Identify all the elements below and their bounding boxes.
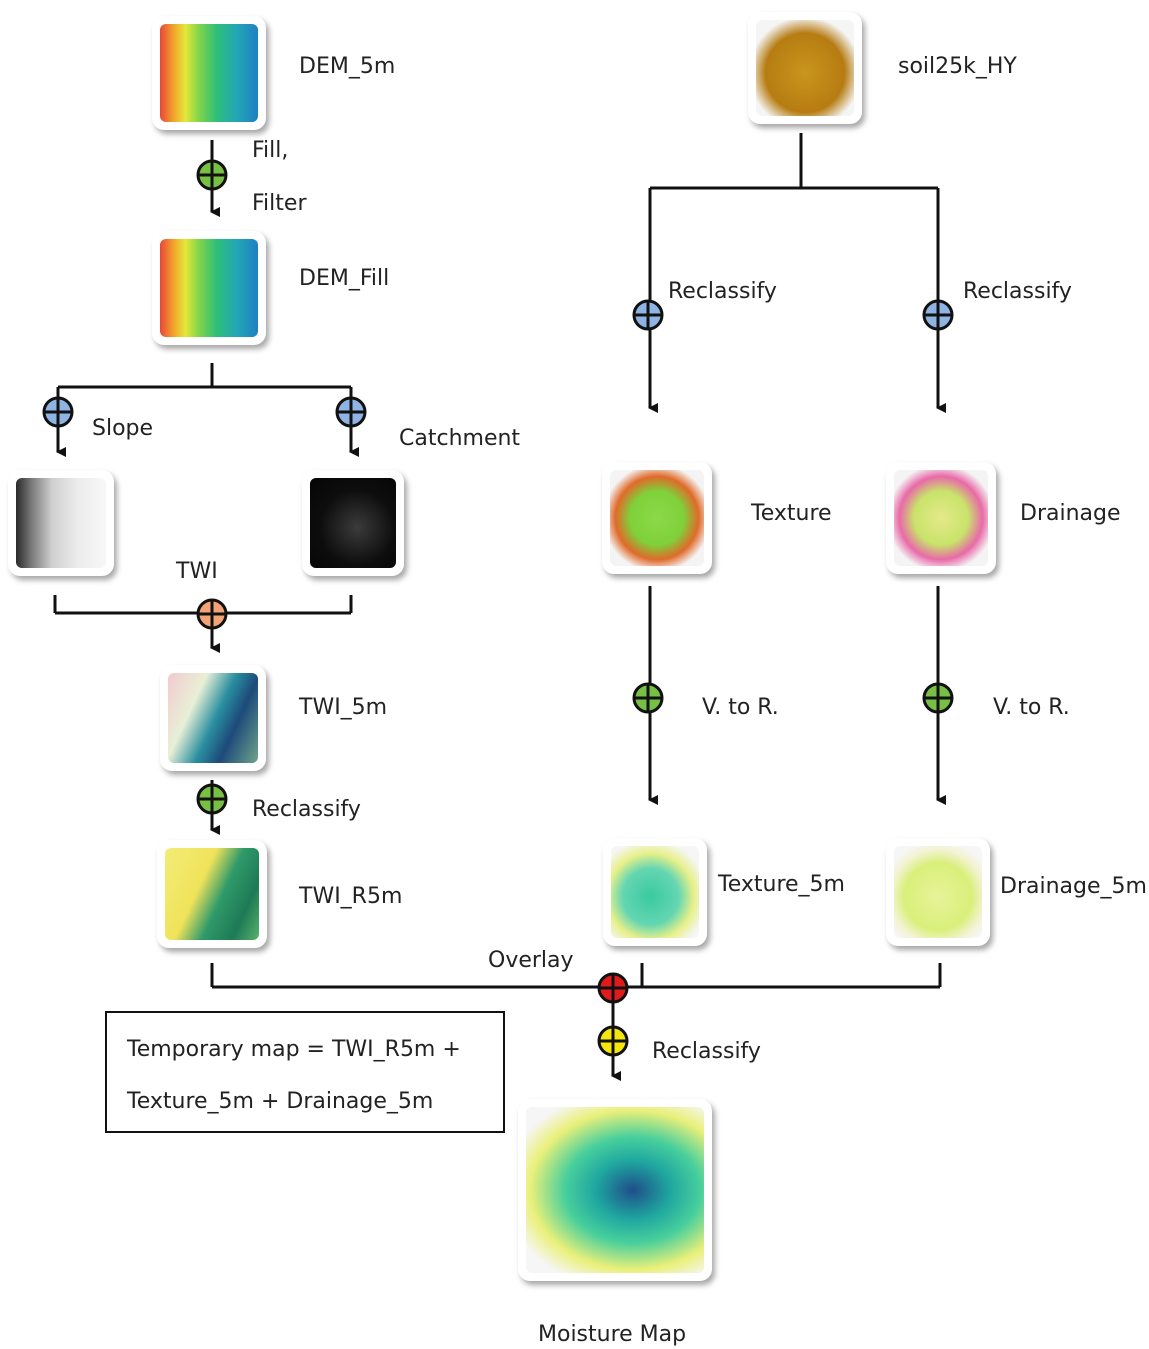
catchment-thumbnail [302, 470, 404, 576]
texture-thumbnail [602, 462, 712, 574]
soil25k-thumbnail [748, 12, 862, 124]
op-label-reclassify-left: Reclassify [668, 279, 777, 304]
node-label-texture-5m: Texture_5m [718, 872, 845, 897]
op-reclassify-left [632, 299, 664, 331]
op-label-twi-reclassify: Reclassify [252, 797, 361, 822]
node-label-twi-5m: TWI_5m [299, 695, 388, 720]
node-label-texture: Texture [751, 501, 832, 526]
texture-5m-thumbnail [603, 838, 707, 946]
node-label-drainage-5m: Drainage_5m [1000, 874, 1147, 899]
dem-5m-thumbnail [152, 16, 266, 130]
formula-box: Temporary map = TWI_R5m + Texture_5m + D… [105, 1011, 505, 1133]
op-label-vtor-right: V. to R. [993, 695, 1070, 720]
op-slope [42, 396, 74, 428]
connector-lines [53, 133, 946, 1081]
op-catchment [335, 396, 367, 428]
op-label-filter: Filter [252, 191, 307, 216]
node-label-dem-fill: DEM_Fill [299, 266, 390, 291]
moisture-map-thumbnail [518, 1099, 712, 1281]
op-label-reclassify-right: Reclassify [963, 279, 1072, 304]
op-label-vtor-left: V. to R. [702, 695, 779, 720]
slope-thumbnail [8, 470, 114, 576]
drainage-5m-thumbnail [886, 838, 990, 946]
formula-line-2: Texture_5m + Drainage_5m [127, 1089, 434, 1114]
node-label-twi-r5m: TWI_R5m [299, 884, 403, 909]
op-label-slope: Slope [92, 416, 154, 441]
op-label-fill: Fill, [252, 138, 289, 163]
op-overlay [597, 972, 629, 1004]
op-twi [196, 598, 228, 630]
op-label-final-reclassify: Reclassify [652, 1039, 761, 1064]
op-label-twi: TWI [176, 559, 218, 584]
op-twi-reclassify [196, 783, 228, 815]
op-vtor-left [632, 682, 664, 714]
op-vtor-right [922, 682, 954, 714]
node-label-drainage: Drainage [1020, 501, 1121, 526]
op-label-overlay: Overlay [488, 948, 574, 973]
op-reclassify-right [922, 299, 954, 331]
drainage-thumbnail [886, 462, 996, 574]
twi-r5m-thumbnail [157, 840, 267, 948]
op-label-catchment: Catchment [399, 426, 521, 451]
op-final-reclassify [597, 1025, 629, 1057]
node-label-dem-5m: DEM_5m [299, 54, 396, 79]
dem-fill-thumbnail [152, 231, 266, 345]
formula-line-1: Temporary map = TWI_R5m + [127, 1037, 461, 1062]
twi-5m-thumbnail [160, 665, 266, 771]
node-label-moisture-map: Moisture Map [538, 1322, 687, 1347]
node-label-soil: soil25k_HY [898, 54, 1017, 79]
op-fill-filter [196, 159, 228, 191]
